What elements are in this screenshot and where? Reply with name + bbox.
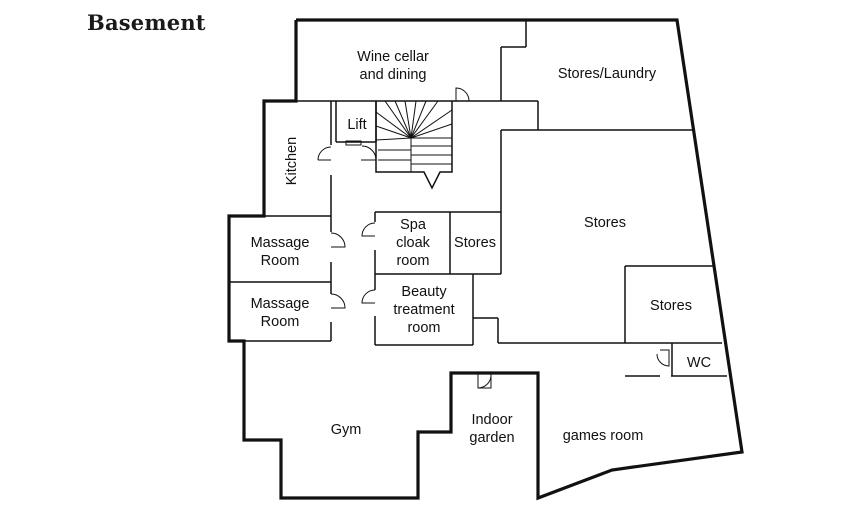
games-room-label: games room — [563, 428, 644, 444]
stores-laundry-label: Stores/Laundry — [558, 66, 657, 82]
staircase — [375, 100, 453, 190]
indoor-garden-label-line1: Indoor — [471, 412, 512, 428]
lift-label: Lift — [347, 117, 366, 133]
plan-title: Basement — [87, 10, 206, 35]
stores-label-small: Stores — [454, 235, 496, 251]
spa-cloak-label-line3: room — [396, 253, 429, 269]
stores-label-large: Stores — [584, 215, 626, 231]
massage-room-1-line1: Massage — [251, 235, 310, 251]
wine-cellar-label-line2: and dining — [360, 67, 427, 83]
interior-walls — [229, 20, 727, 377]
wc-label: WC — [687, 355, 711, 371]
massage-room-1-line2: Room — [261, 253, 300, 269]
beauty-label-line2: treatment — [393, 302, 454, 318]
massage-room-2-line1: Massage — [251, 296, 310, 312]
wine-cellar-label-line1: Wine cellar — [357, 49, 429, 65]
spa-cloak-label-line1: Spa — [400, 217, 427, 233]
doors — [317, 87, 670, 389]
spa-cloak-label-line2: cloak — [396, 235, 431, 251]
beauty-label-line3: room — [407, 320, 440, 336]
indoor-garden-label-line2: garden — [469, 430, 514, 446]
kitchen-label: Kitchen — [284, 137, 300, 185]
massage-room-2-line2: Room — [261, 314, 300, 330]
beauty-label-line1: Beauty — [401, 284, 447, 300]
stores-label-right: Stores — [650, 298, 692, 314]
gym-label: Gym — [331, 422, 362, 438]
